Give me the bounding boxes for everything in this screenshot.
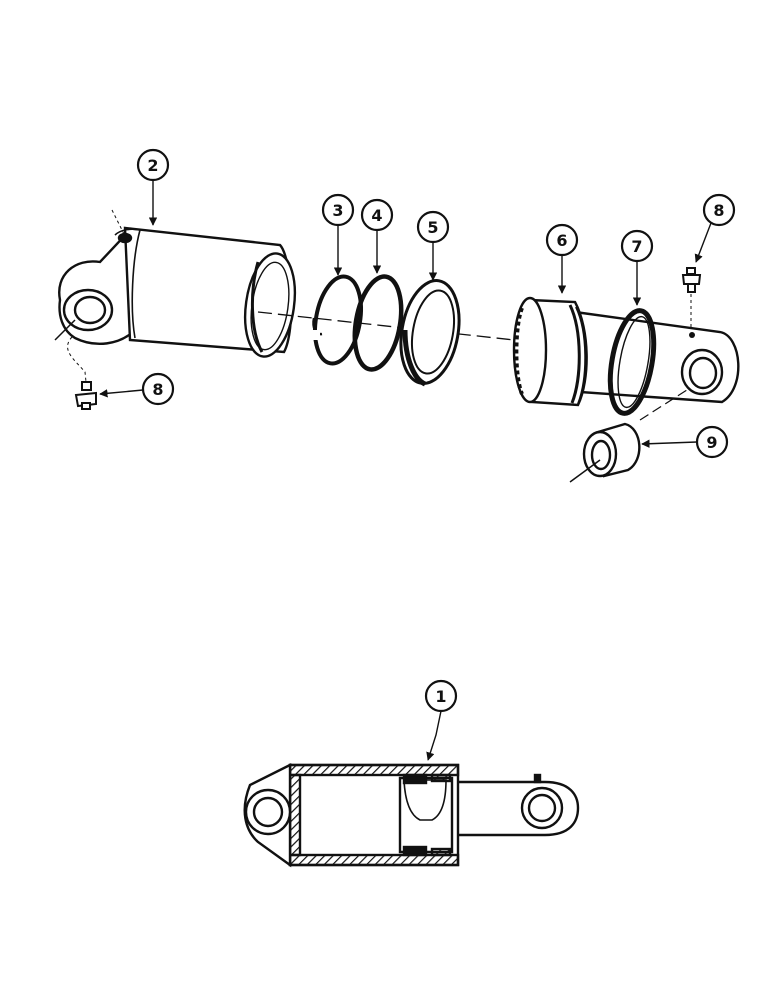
bushing [582,422,641,478]
callout-2: 2 [136,148,170,226]
callout-8-right: 8 [694,193,736,263]
rod-seal-ring [607,308,657,416]
callout-1-label: 1 [435,687,446,706]
grease-fitting-right [681,267,702,293]
callout-7: 7 [620,229,654,306]
callout-4: 4 [360,198,394,274]
cylinder-assembly-cutaway [243,763,580,868]
callout-5-label: 5 [427,218,438,237]
callout-6-label: 6 [556,231,567,250]
callout-3: 3 [321,193,355,276]
callout-4-label: 4 [371,206,382,225]
piston-seal [399,279,461,387]
cylinder-barrel [58,226,297,358]
callout-3-label: 3 [332,201,343,220]
callout-7-label: 7 [631,237,642,256]
callout-1: 1 [424,679,458,761]
callout-8-left-label: 8 [152,380,163,399]
callout-9: 9 [641,425,729,459]
callout-6: 6 [545,223,579,294]
snap-ring [312,274,363,366]
callout-2-label: 2 [147,156,158,175]
callout-8-left: 8 [99,372,175,406]
wear-ring [352,274,404,372]
callout-5: 5 [416,210,450,281]
grease-fitting-left [74,381,97,410]
callout-9-label: 9 [706,433,717,452]
callout-8-right-label: 8 [713,201,724,220]
piston-rod-assembly [512,296,740,407]
